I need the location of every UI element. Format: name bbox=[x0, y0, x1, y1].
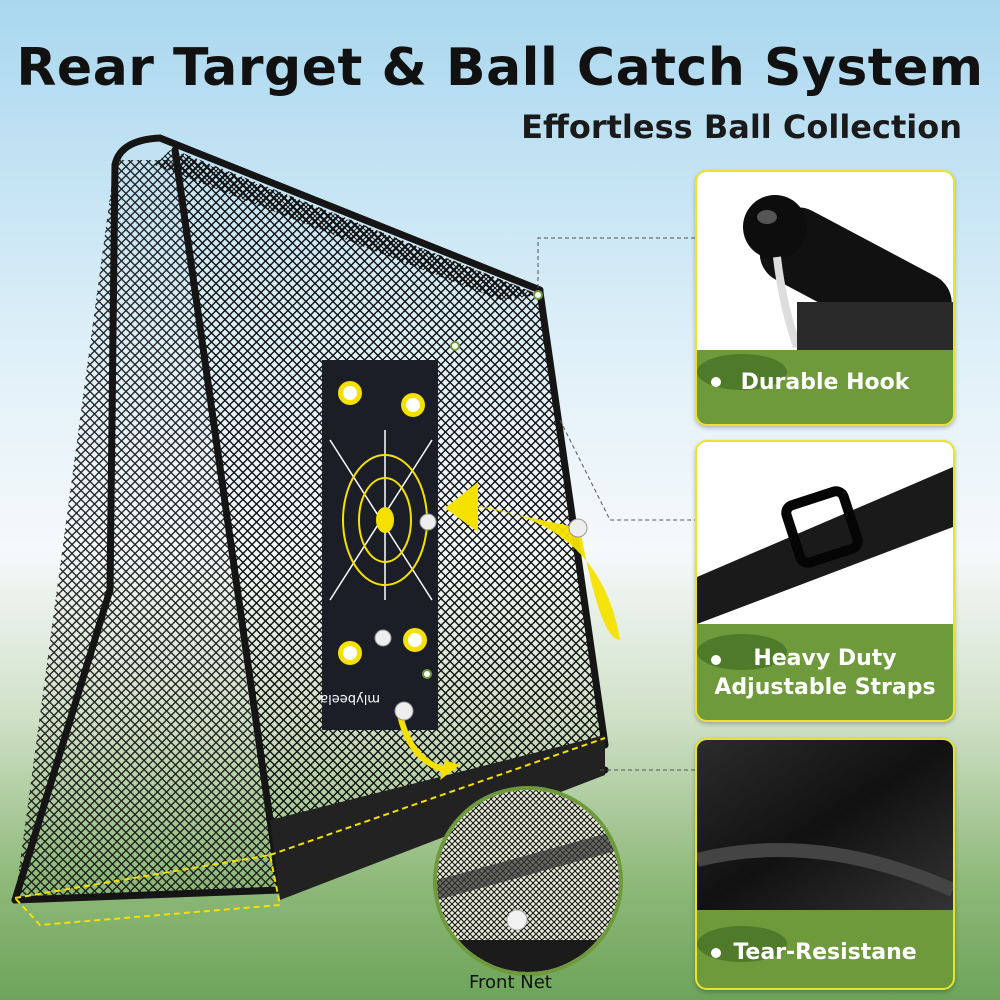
connector-lines bbox=[537, 237, 695, 771]
subheadline: Effortless Ball Collection bbox=[521, 108, 962, 146]
top-net bbox=[155, 150, 540, 300]
feature-label-fabric: Tear-Resistane bbox=[733, 940, 917, 965]
base-strip bbox=[270, 735, 605, 900]
target-brand: mlybeela bbox=[320, 691, 380, 706]
tray-outline bbox=[13, 853, 282, 927]
feature-card-fabric: Tear-Resistane bbox=[695, 738, 955, 990]
feature-card-hook: Durable Hook bbox=[695, 170, 955, 426]
feature-card-straps: Heavy Duty Adjustable Straps bbox=[695, 440, 955, 722]
front-net-label: Front Net bbox=[469, 972, 552, 993]
hook-photo bbox=[697, 172, 953, 350]
feature-label-straps: Heavy Duty Adjustable Straps bbox=[714, 646, 936, 700]
feature-label-hook: Durable Hook bbox=[740, 370, 910, 395]
front-net-zoom bbox=[433, 786, 623, 976]
curved-arrow-icon bbox=[397, 482, 620, 780]
side-net bbox=[15, 160, 275, 900]
headline: Rear Target & Ball Catch System bbox=[16, 38, 984, 98]
strap-photo bbox=[697, 442, 953, 624]
bullseye-target-icon bbox=[338, 381, 427, 665]
target-sheet: mlybeela bbox=[320, 360, 438, 730]
golf-ball-icon bbox=[374, 513, 588, 721]
fabric-photo bbox=[697, 740, 953, 910]
